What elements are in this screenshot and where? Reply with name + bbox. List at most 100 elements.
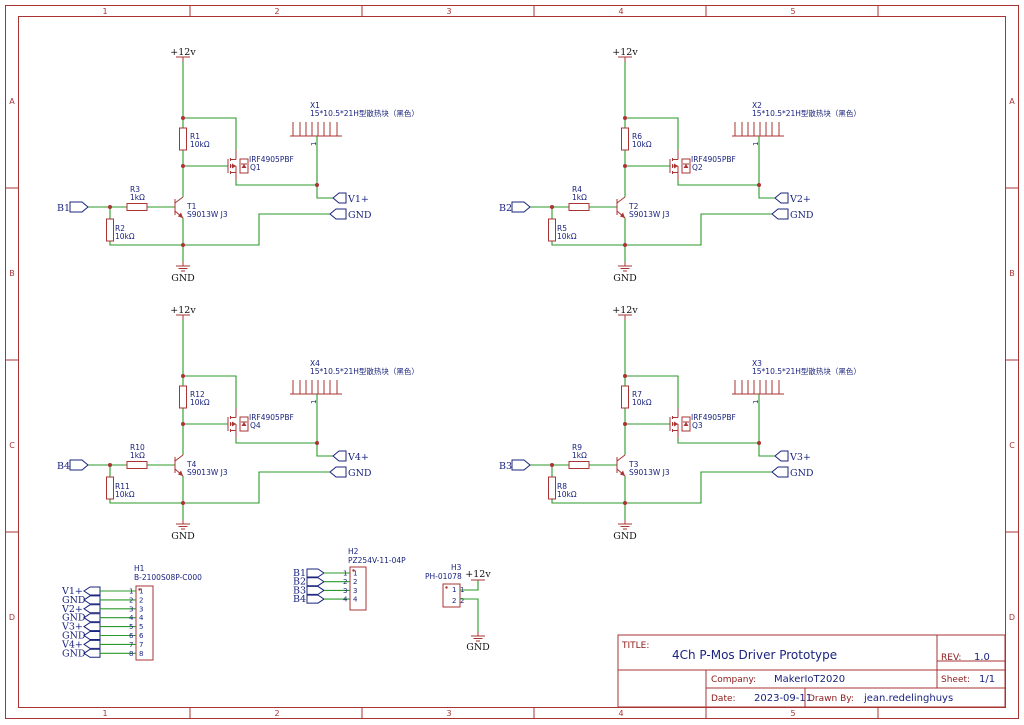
resistor-ref: R12 <box>190 390 205 399</box>
heatsink-part: 15*10.5*21H型散热块（黑色） <box>752 108 861 118</box>
h1-pin-outer: 3 <box>129 605 133 613</box>
frame-col-label: 3 <box>446 709 451 718</box>
heatsink-ref: X2 <box>752 101 762 110</box>
h1-pin-outer: 2 <box>129 596 133 604</box>
h1-net-label: GND <box>62 613 86 624</box>
frame-row-label: D <box>1009 613 1015 622</box>
frame-col-label: 2 <box>274 709 279 718</box>
h1-pin-inner: 6 <box>139 632 144 640</box>
connector-h3: H3 PH-01078 1 2 1 2 +12v GND <box>425 563 491 653</box>
resistor-ref: R2 <box>115 224 125 233</box>
frame-col-label: 5 <box>790 709 795 718</box>
h1-pin-outer: 8 <box>129 650 133 658</box>
heatsink-ref: X3 <box>752 359 762 368</box>
h1-pin-outer: 7 <box>129 641 133 649</box>
ground-label: GND <box>613 273 637 284</box>
h2-pin-inner: 3 <box>353 587 357 595</box>
h1-net-label: V2+ <box>61 604 83 615</box>
h2-pin-inner: 4 <box>353 596 358 604</box>
h1-part: B-2100S08P-C000 <box>134 573 202 582</box>
company-label: Company: <box>711 675 756 685</box>
input-net-label: B2 <box>499 203 512 214</box>
net-flag <box>83 639 101 649</box>
drawn-by-value: jean.redelinghuys <box>863 693 953 704</box>
net-flag <box>83 648 101 658</box>
h2-part: PZ254V-11-04P <box>348 556 406 565</box>
mosfet-part: IRF4905PBF <box>691 413 736 422</box>
h1-net-label: V1+ <box>61 586 83 597</box>
output-net-label: V3+ <box>789 452 811 463</box>
output-gnd-label: GND <box>790 210 814 221</box>
resistor-ref: R8 <box>557 482 567 491</box>
frame-row-label: A <box>9 97 15 106</box>
resistor-value: 10kΩ <box>557 490 577 499</box>
h1-pin-outer: 4 <box>129 614 134 622</box>
drawn-by-label: Drawn By: <box>808 694 854 704</box>
frame-col-label: 3 <box>446 7 451 16</box>
input-net-label: B3 <box>499 461 512 472</box>
net-flag <box>83 613 101 623</box>
resistor-value: 10kΩ <box>190 140 210 149</box>
h1-net-label: V4+ <box>61 639 83 650</box>
drawing-frame: 1 2 3 4 5 1 2 3 4 5 A B C D A B C D <box>5 5 1019 719</box>
frame-col-label: 1 <box>102 709 107 718</box>
rev-value: 1.0 <box>974 652 990 663</box>
h1-pin-outer: 1 <box>129 588 133 596</box>
heatsink-part: 15*10.5*21H型散热块（黑色） <box>310 366 419 376</box>
h2-pin-outer: 2 <box>343 578 347 586</box>
h1-ref: H1 <box>134 564 145 573</box>
sheet-value: 1/1 <box>979 674 995 685</box>
heatsink-ref: X4 <box>310 359 320 368</box>
frame-row-label: B <box>9 269 15 278</box>
transistor-ref: T3 <box>628 460 639 469</box>
resistor-value: 1kΩ <box>572 193 587 202</box>
output-net-label: V1+ <box>347 194 369 205</box>
company-value: MakerIoT2020 <box>774 674 845 685</box>
input-net-label: B4 <box>57 461 70 472</box>
frame-col-label: 2 <box>274 7 279 16</box>
h3-pin-2: 2 <box>452 597 456 605</box>
transistor-ref: T1 <box>186 202 197 211</box>
resistor-value: 10kΩ <box>632 398 652 407</box>
h1-net-label: GND <box>62 595 86 606</box>
resistor-ref: R1 <box>190 132 200 141</box>
output-gnd-label: GND <box>348 468 372 479</box>
transistor-part: S9013W J3 <box>629 210 670 219</box>
h2-pin-outer: 4 <box>343 596 348 604</box>
heatsink-pin: 1 <box>310 142 318 146</box>
resistor-ref: R3 <box>130 185 140 194</box>
title-block: TITLE: 4Ch P-Mos Driver Prototype REV: 1… <box>617 634 1006 708</box>
supply-label: +12v <box>612 305 638 316</box>
h2-pin-inner: 1 <box>353 570 357 578</box>
frame-row-label: D <box>9 613 15 622</box>
resistor-value: 10kΩ <box>115 490 135 499</box>
h2-net-label: B4 <box>293 594 306 605</box>
heatsink-ref: X1 <box>310 101 320 110</box>
supply-label: +12v <box>612 47 638 58</box>
output-gnd-label: GND <box>348 210 372 221</box>
h1-net-label: GND <box>62 631 86 642</box>
heatsink-pin: 1 <box>310 400 318 404</box>
supply-label: +12v <box>170 47 196 58</box>
resistor-value: 1kΩ <box>130 451 145 460</box>
h1-net-label: V3+ <box>61 622 83 633</box>
date-label: Date: <box>711 694 736 704</box>
h1-pin-inner: 1 <box>139 588 143 596</box>
frame-col-label: 1 <box>102 7 107 16</box>
h3-part: PH-01078 <box>425 572 462 581</box>
h2-ref: H2 <box>348 547 359 556</box>
net-flag <box>306 577 325 587</box>
transistor-part: S9013W J3 <box>187 210 228 219</box>
net-flag <box>306 568 325 578</box>
heatsink-pin: 1 <box>752 400 760 404</box>
net-flag <box>83 586 101 596</box>
ground-label: GND <box>171 531 195 542</box>
h3-ref: H3 <box>451 563 462 572</box>
resistor-value: 1kΩ <box>572 451 587 460</box>
mosfet-part: IRF4905PBF <box>249 413 294 422</box>
frame-row-label: C <box>9 441 15 450</box>
